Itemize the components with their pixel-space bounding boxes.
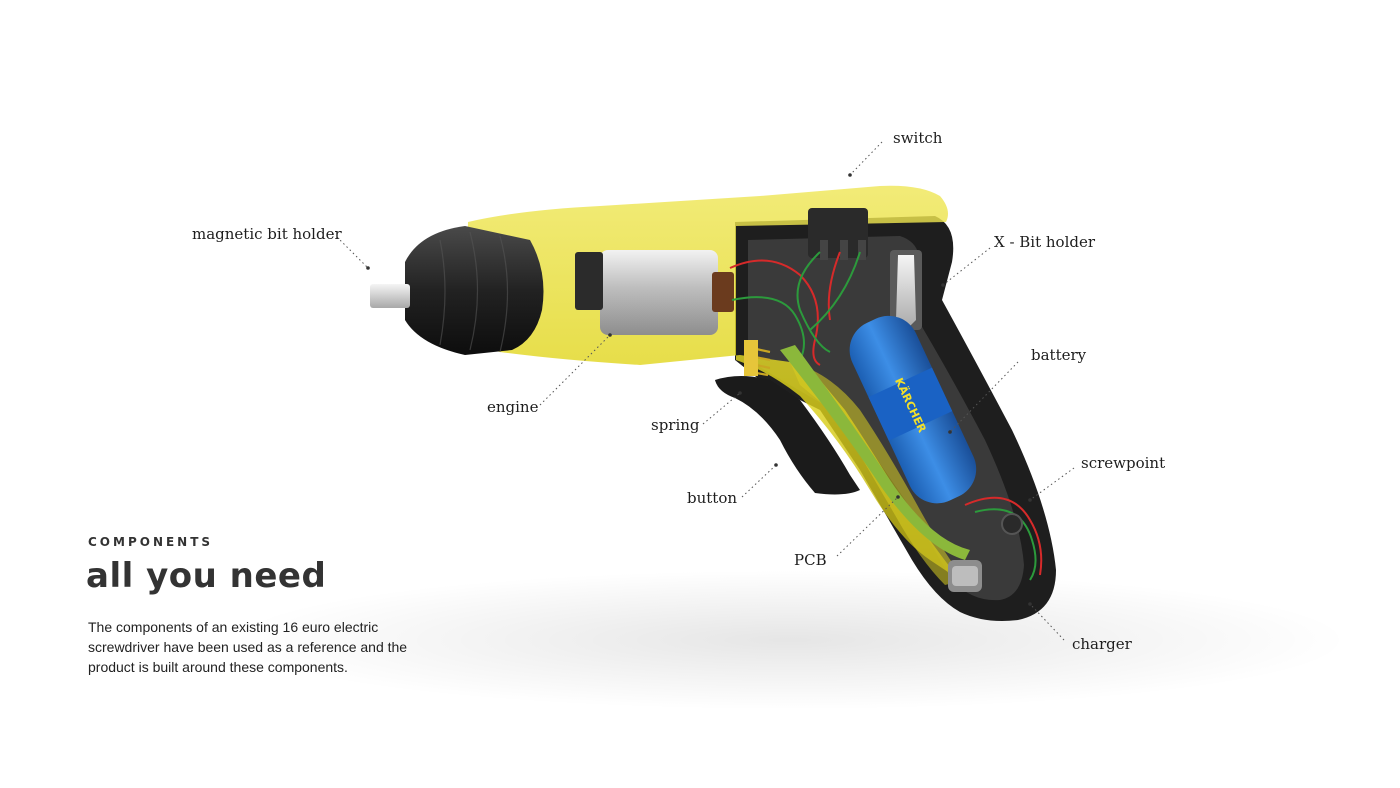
motor-rear-cap — [712, 272, 734, 312]
section-body: The components of an existing 16 euro el… — [88, 619, 408, 675]
chuck — [405, 226, 544, 355]
floor-shadow — [230, 570, 1350, 710]
label-charger: charger — [1072, 635, 1132, 653]
pcb — [780, 345, 970, 560]
label-switch: switch — [893, 129, 943, 147]
label-button: button — [687, 489, 738, 507]
spring-block — [744, 340, 758, 376]
screwpoint-boss — [1001, 513, 1023, 535]
bit-shaft — [370, 284, 410, 308]
label-x-bit-holder: X - Bit holder — [994, 233, 1096, 251]
label-pcb: PCB — [794, 551, 827, 569]
chuck-ridges — [439, 231, 509, 353]
motor-body — [600, 250, 718, 335]
section-heading: all you need — [86, 556, 327, 596]
label-spring: spring — [651, 416, 700, 434]
wires — [729, 251, 1043, 581]
motor-front-plate — [575, 252, 603, 310]
label-engine: engine — [487, 398, 539, 416]
label-battery: battery — [1031, 346, 1087, 364]
battery-label-band — [868, 367, 953, 441]
spring — [749, 346, 771, 377]
label-screwpoint: screwpoint — [1081, 454, 1166, 472]
label-magnetic-bit-holder: magnetic bit holder — [192, 225, 342, 243]
leader-dots — [366, 173, 1032, 606]
leader-lines — [336, 141, 1075, 641]
x-bit — [896, 255, 916, 330]
section-eyebrow: COMPONENTS — [88, 535, 214, 549]
trigger-guard — [715, 376, 860, 495]
